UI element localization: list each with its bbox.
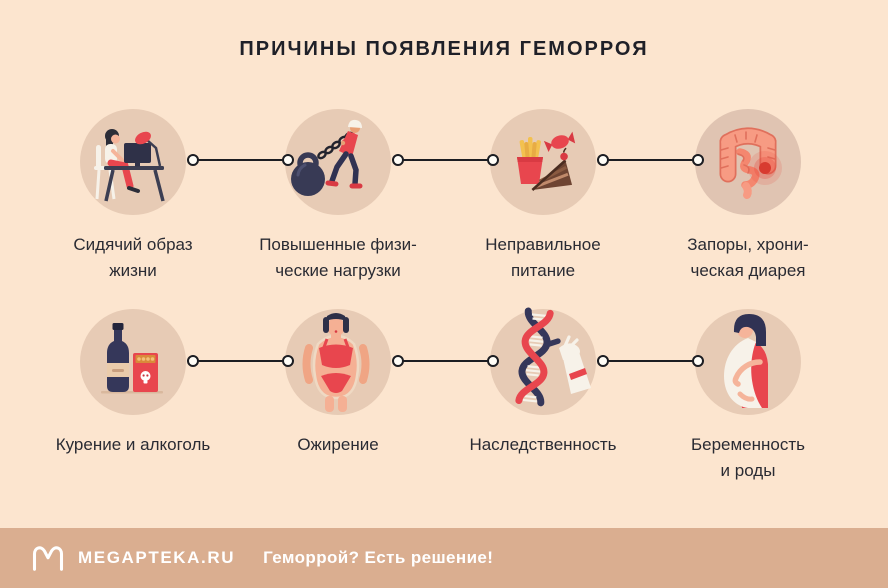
sedentary-lifestyle-illustration: [80, 109, 186, 215]
cause-item-physical-load: Повышенные физи- ческие нагрузки: [233, 102, 443, 284]
connector-dot: [692, 355, 704, 367]
page-title: ПРИЧИНЫ ПОЯВЛЕНИЯ ГЕМОРРОЯ: [239, 38, 649, 60]
connector-bar: [604, 359, 697, 363]
megapteka-logo-icon: [32, 545, 64, 571]
connector-dot: [597, 355, 609, 367]
footer-bar: MEGAPTEKA.RU Геморрой? Есть решение!: [0, 528, 888, 588]
cause-caption: Наследственность: [469, 435, 617, 454]
physical-load-illustration: [285, 109, 391, 215]
cause-caption: Ожирение: [297, 435, 379, 454]
cause-item-bowel: Запоры, хрони- ческая диарея: [643, 102, 853, 284]
connector-bar: [399, 359, 492, 363]
cause-caption: Курение и алкоголь: [55, 435, 211, 454]
connector-line: [187, 154, 294, 166]
junk-food-illustration: [490, 109, 596, 215]
connector-line: [597, 355, 704, 367]
cause-caption: Неправильное питание: [485, 235, 601, 280]
connector-line: [392, 154, 499, 166]
dna-heredity-illustration: [490, 307, 596, 415]
obesity-illustration: [285, 309, 391, 415]
connector-dot: [282, 355, 294, 367]
connector-bar: [399, 158, 492, 162]
connector-dot: [392, 355, 404, 367]
connector-line: [392, 355, 499, 367]
pregnancy-illustration: [695, 309, 801, 415]
cause-caption: Повышенные физи- ческие нагрузки: [259, 235, 417, 280]
cause-caption: Запоры, хрони- ческая диарея: [687, 235, 809, 280]
cause-item-obesity: Ожирение: [233, 302, 443, 458]
connector-bar: [194, 158, 287, 162]
cause-item-sedentary: Сидячий образ жизни: [28, 102, 238, 284]
connector-dot: [187, 154, 199, 166]
brand-name: MEGAPTEKA.RU: [78, 548, 236, 567]
cause-item-junk-food: Неправильное питание: [438, 102, 648, 284]
connector-dot: [597, 154, 609, 166]
brand-block: MEGAPTEKA.RU: [30, 543, 235, 574]
smoking-alcohol-illustration: [80, 309, 186, 415]
connector-dot: [692, 154, 704, 166]
cause-caption: Сидячий образ жизни: [73, 235, 193, 280]
connector-dot: [187, 355, 199, 367]
connector-line: [597, 154, 704, 166]
connector-dot: [392, 154, 404, 166]
connector-dot: [487, 355, 499, 367]
connector-dot: [487, 154, 499, 166]
cause-item-pregnancy: Беременность и роды: [643, 302, 853, 484]
connector-dot: [282, 154, 294, 166]
bowel-problems-illustration: [695, 109, 801, 215]
cause-item-smoking-alcohol: Курение и алкоголь: [28, 302, 238, 458]
cause-caption: Беременность и роды: [690, 435, 806, 480]
footer-slogan: Геморрой? Есть решение!: [263, 548, 494, 567]
connector-bar: [604, 158, 697, 162]
connector-bar: [194, 359, 287, 363]
connector-line: [187, 355, 294, 367]
cause-item-heredity: Наследственность: [438, 302, 648, 458]
